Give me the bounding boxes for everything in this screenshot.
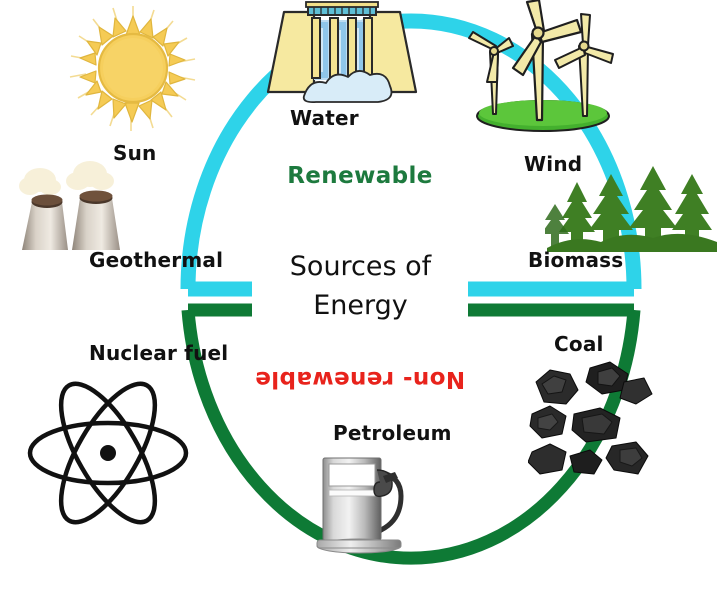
- renewable-arc-group: [180, 13, 642, 297]
- source-label-biomass: Biomass: [528, 248, 624, 272]
- source-label-coal: Coal: [554, 332, 604, 356]
- source-label-petroleum: Petroleum: [333, 421, 452, 445]
- diagram-title-line1: Sources of: [289, 251, 432, 282]
- source-label-wind: Wind: [524, 152, 583, 176]
- diagram-title-line2: Energy: [313, 290, 408, 322]
- category-label-renewable: Renewable: [287, 163, 433, 189]
- diagram-title: Sources of Energy: [258, 247, 463, 325]
- coal-chunks-icon: [528, 360, 668, 492]
- cooling-towers-icon: [10, 150, 135, 255]
- source-label-sun: Sun: [113, 141, 157, 165]
- renewable-arc-top: [180, 13, 642, 290]
- forest-trees-icon: [545, 148, 720, 258]
- category-label-nonrenewable: Non- renewable: [254, 366, 466, 392]
- atom-icon: [23, 368, 193, 538]
- source-label-geothermal: Geothermal: [89, 248, 224, 272]
- source-label-nuclear-fuel: Nuclear fuel: [89, 341, 229, 365]
- wind-turbines-icon: [455, 0, 625, 132]
- hydroelectric-dam-icon: [262, 0, 422, 105]
- gas-pump-icon: [307, 446, 427, 560]
- sun-icon: [58, 2, 208, 142]
- source-label-water: Water: [290, 106, 359, 130]
